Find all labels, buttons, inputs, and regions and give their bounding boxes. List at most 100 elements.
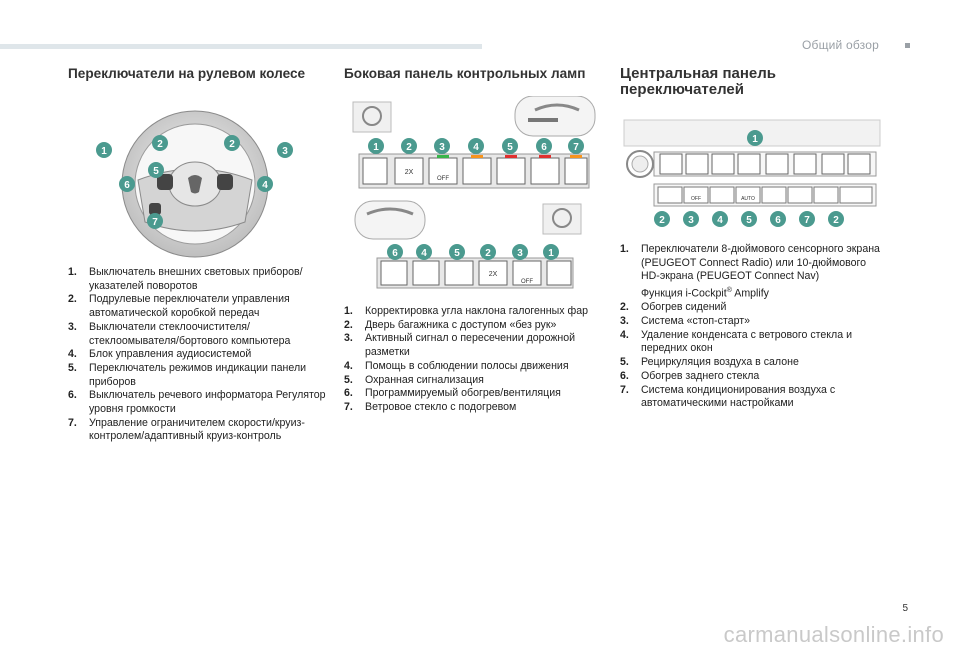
center-top-callout: 1 [747, 130, 763, 146]
callout-4: 4 [468, 138, 484, 154]
callout-4: 4 [712, 211, 728, 227]
svg-text:3: 3 [439, 142, 445, 153]
callout-2: 2 [480, 244, 496, 260]
svg-text:2: 2 [157, 139, 163, 150]
top-row-callouts: 1 2 3 4 5 6 7 [368, 138, 584, 154]
column-steering-switches: Переключатели на рулевом колесе [68, 66, 330, 82]
callout-5: 5 [502, 138, 518, 154]
list-item: 2.Дверь багажника с доступом «без рук» [344, 318, 557, 331]
svg-text:1: 1 [548, 248, 554, 259]
bottom-switches: OFF AUTO [657, 186, 873, 204]
list-item: 5.Охранная сигнализация [344, 373, 484, 386]
callout-1: 1 [543, 244, 559, 260]
svg-text:1: 1 [101, 146, 107, 157]
svg-text:5: 5 [507, 142, 513, 153]
list-item: 1.Выключатель внешних световых приборов/… [68, 266, 303, 292]
svg-text:5: 5 [746, 215, 752, 226]
svg-text:4: 4 [421, 248, 427, 259]
callout-6: 6 [770, 211, 786, 227]
list-item: 3.Система «стоп-старт» [620, 315, 751, 328]
svg-text:OFF: OFF [437, 176, 449, 182]
callout-6: 6 [387, 244, 403, 260]
svg-text:6: 6 [392, 248, 398, 259]
list-item: 5.Переключатель режимов индикации панели… [68, 361, 307, 388]
section-title: Общий обзор [801, 38, 879, 52]
svg-text:1: 1 [752, 134, 758, 145]
svg-text:4: 4 [262, 180, 268, 191]
svg-text:OFF: OFF [521, 279, 533, 285]
callout-5: 5 [741, 211, 757, 227]
callout-2-left: 2 [654, 211, 670, 227]
page-number: 5 [902, 603, 908, 614]
callout-6: 6 [536, 138, 552, 154]
svg-text:2X: 2X [405, 169, 414, 176]
steering-wheel-figure: 1 2 2 3 6 5 4 7 [96, 110, 293, 258]
wheel-callouts: 1 2 2 3 6 5 4 7 [96, 135, 293, 229]
list-item: 3.Активный сигнал о пересечении дорожной… [344, 332, 576, 359]
bottom-buttons: 2X OFF [380, 260, 572, 286]
list-item: 4.Блок управления аудиосистемой [68, 348, 252, 361]
section-header: Общий обзор [802, 38, 910, 52]
svg-text:7: 7 [152, 217, 158, 228]
list-item: 4.Удаление конденсата с ветрового стекла… [620, 328, 852, 355]
svg-text:4: 4 [473, 142, 479, 153]
bottom-row-callouts: 6 4 5 2 3 1 [387, 244, 559, 260]
list-item: 2.Подрулевые переключатели управления ав… [68, 293, 290, 320]
svg-text:3: 3 [688, 215, 694, 226]
callout-3: 3 [277, 142, 293, 158]
column-side-panel: Боковая панель контрольных ламп [344, 66, 606, 82]
callout-5: 5 [449, 244, 465, 260]
svg-text:2: 2 [833, 215, 839, 226]
svg-text:6: 6 [124, 180, 130, 191]
callout-3: 3 [512, 244, 528, 260]
callout-3: 3 [434, 138, 450, 154]
list-item: 6.Обогрев заднего стекла [620, 369, 760, 382]
svg-text:AUTO: AUTO [741, 196, 755, 202]
svg-text:1: 1 [373, 142, 379, 153]
callout-7: 7 [799, 211, 815, 227]
callout-4: 4 [416, 244, 432, 260]
svg-text:OFF: OFF [691, 196, 701, 202]
list-item: 7.Ветровое стекло с подогревом [344, 400, 517, 413]
svg-text:2: 2 [659, 215, 665, 226]
callout-7: 7 [147, 213, 163, 229]
callout-2-right: 2 [828, 211, 844, 227]
list-item: 1.Переключатели 8-дюймового сенсорного э… [620, 243, 880, 300]
list-item: 6.Выключатель речевого информатора Регул… [68, 389, 326, 416]
callout-1: 1 [96, 142, 112, 158]
svg-text:6: 6 [541, 142, 547, 153]
top-rule [0, 44, 482, 49]
svg-text:3: 3 [517, 248, 523, 259]
center-bottom-callouts: 2 3 4 5 6 7 2 [654, 211, 844, 227]
svg-text:2: 2 [229, 139, 235, 150]
col1-title: Переключатели на рулевом колесе [68, 66, 306, 81]
col2-title: Боковая панель контрольных ламп [344, 66, 586, 81]
list-item: 6.Программируемый обогрев/вентиляция [344, 387, 561, 400]
list-item: 7.Управление ограничителем скорости/круи… [68, 416, 305, 443]
list-item: 7.Система кондиционирования воздуха с ав… [620, 383, 836, 410]
top-buttons: 2X OFF [362, 155, 588, 185]
col3-list: 1.Переключатели 8-дюймового сенсорного э… [620, 243, 885, 411]
list-item: 3.Выключатели стеклоочистителя/стеклоомы… [68, 320, 291, 347]
callout-6: 6 [119, 176, 135, 192]
side-panel-figure: 2X OFF 1 2 3 4 5 6 7 2X OFF 6 4 [352, 96, 596, 289]
list-item: 1.Корректировка угла наклона галогенных … [344, 305, 588, 317]
list-item: 4.Помощь в соблюдении полосы движения [344, 359, 569, 372]
center-panel-figure: OFF AUTO 1 2 3 4 5 6 7 2 [623, 119, 881, 227]
list-item: 5.Рециркуляция воздуха в салоне [620, 356, 799, 369]
callout-5: 5 [148, 162, 164, 178]
top-switches [659, 153, 871, 175]
svg-text:2: 2 [406, 142, 412, 153]
svg-text:2: 2 [485, 248, 491, 259]
svg-text:7: 7 [804, 215, 810, 226]
svg-text:5: 5 [153, 166, 159, 177]
col2-list: 1.Корректировка угла наклона галогенных … [344, 305, 606, 415]
header-square-icon [905, 43, 910, 49]
callout-3: 3 [683, 211, 699, 227]
callout-2-right: 2 [224, 135, 240, 151]
svg-text:7: 7 [573, 142, 579, 153]
svg-text:5: 5 [454, 248, 460, 259]
callout-7: 7 [568, 138, 584, 154]
